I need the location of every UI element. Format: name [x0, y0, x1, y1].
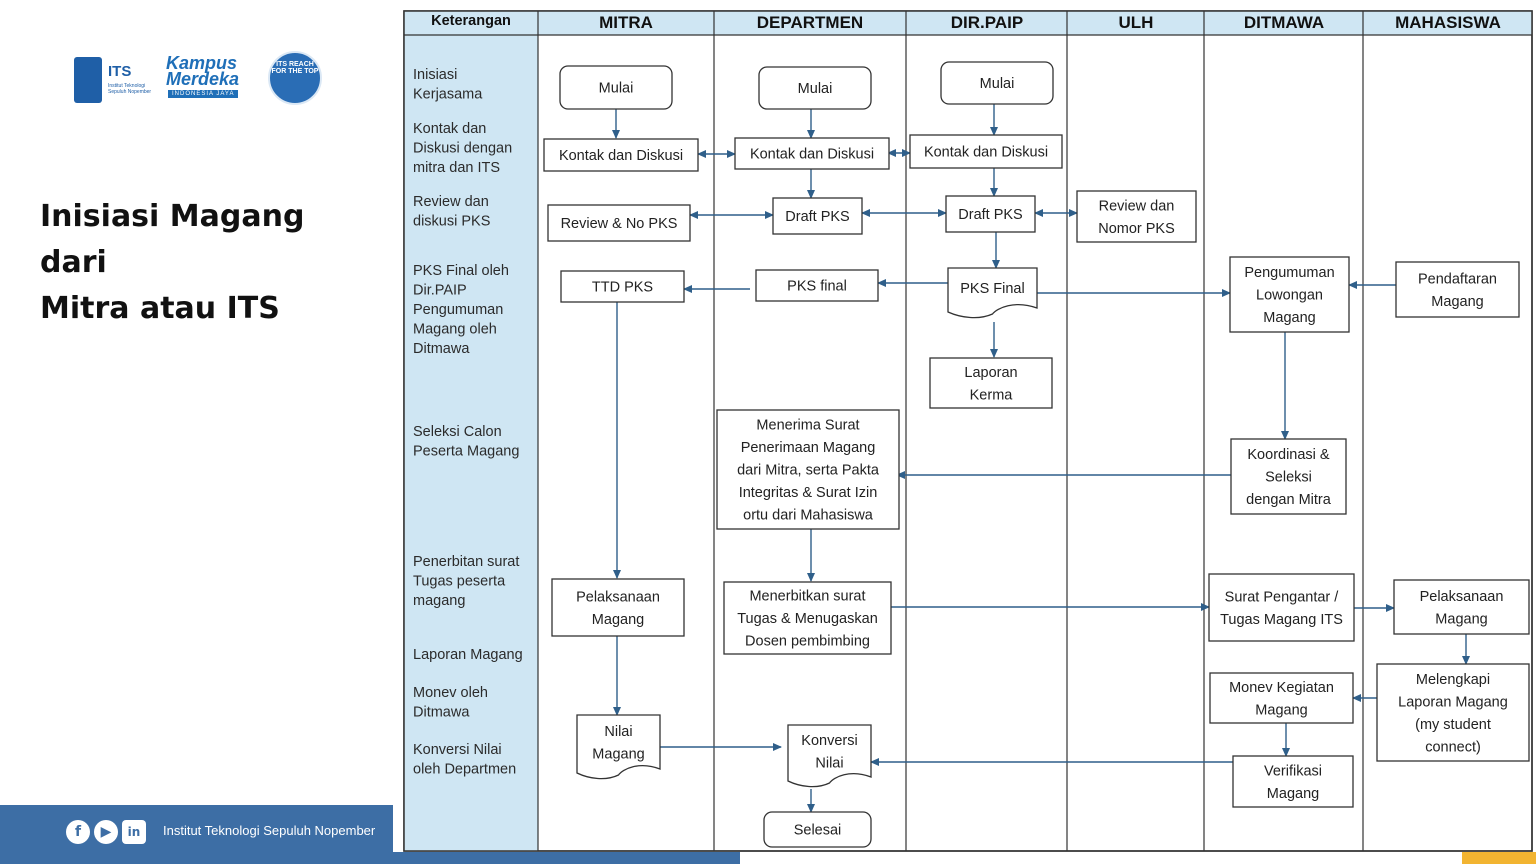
node-label: Surat Pengantar /Tugas Magang ITS — [1220, 589, 1343, 628]
node-label: Mulai — [599, 81, 634, 97]
node-label: Kontak dan Diskusi — [750, 147, 874, 163]
node-label: Mulai — [798, 81, 833, 97]
kampus-merdeka-tag: INDONESIA JAYA — [168, 90, 239, 98]
node-mitra-review: Review & No PKS — [547, 204, 691, 242]
node-label: Mulai — [980, 76, 1015, 92]
bottom-accent-strip — [393, 852, 740, 864]
its-reach-badge: ITS REACH FOR THE TOP — [268, 51, 322, 105]
header-row — [404, 11, 1532, 35]
kampus-merdeka-line2: Merdeka — [166, 69, 240, 89]
its-emblem-icon — [74, 57, 102, 103]
header-dirpaip: DIR.PAIP — [951, 13, 1023, 32]
node-label: Kontak dan Diskusi — [924, 145, 1048, 161]
node-dir-pksfinal: PKS Final — [947, 267, 1038, 319]
header-ulh: ULH — [1119, 13, 1154, 32]
node-dept-mulai: Mulai — [758, 66, 872, 110]
node-dept-pksfinal: PKS final — [755, 269, 879, 302]
node-label: PKS Final — [960, 281, 1024, 297]
node-label: Draft PKS — [958, 207, 1022, 223]
stage-label-s7: Laporan Magang — [413, 647, 523, 663]
header-departmen: DEPARTMEN — [757, 13, 863, 32]
node-label: Draft PKS — [785, 209, 849, 225]
node-dir-draft: Draft PKS — [945, 195, 1036, 233]
node-label: Review & No PKS — [561, 216, 678, 232]
keterangan-lane — [404, 11, 538, 851]
node-dept-kontak: Kontak dan Diskusi — [734, 137, 890, 170]
node-mitra-mulai: Mulai — [559, 65, 673, 110]
social-icons: f ▶ in — [66, 820, 146, 844]
node-label: PKS final — [787, 279, 847, 295]
facebook-icon[interactable]: f — [66, 820, 90, 844]
node-mitra-ttd: TTD PKS — [560, 270, 685, 303]
node-dept-selesai: Selesai — [763, 811, 872, 848]
node-label: TTD PKS — [592, 280, 653, 296]
footer-institution-text: Institut Teknologi Sepuluh Nopember — [163, 823, 376, 838]
node-dept-draft: Draft PKS — [772, 197, 863, 235]
node-label: Kontak dan Diskusi — [559, 148, 683, 164]
header-keterangan: Keterangan — [431, 13, 511, 29]
slide-title-line1: Inisiasi Magang dari — [40, 199, 305, 280]
node-ditmawa-surat: Surat Pengantar /Tugas Magang ITS — [1208, 573, 1355, 642]
youtube-icon[interactable]: ▶ — [94, 820, 118, 844]
slide-title: Inisiasi Magang dari Mitra atau ITS — [40, 194, 380, 332]
header-mahasiswa: MAHASISWA — [1395, 13, 1501, 32]
node-dir-kontak: Kontak dan Diskusi — [909, 134, 1063, 169]
linkedin-icon[interactable]: in — [122, 820, 146, 844]
node-mitra-kontak: Kontak dan Diskusi — [543, 138, 699, 172]
connectors — [612, 103, 1470, 813]
header-ditmawa: DITMAWA — [1244, 13, 1324, 32]
node-dir-mulai: Mulai — [940, 61, 1054, 105]
bottom-yellow-strip — [1462, 852, 1536, 864]
slide-title-line2: Mitra atau ITS — [40, 291, 280, 326]
footer-bar — [0, 805, 393, 864]
its-logo-subtext: Institut Teknologi Sepuluh Nopember — [108, 83, 152, 95]
node-label: Selesai — [794, 823, 842, 839]
its-logo: ITS Institut Teknologi Sepuluh Nopember — [74, 57, 162, 105]
kampus-merdeka-line1: Kampus — [166, 53, 238, 73]
header-mitra: MITRA — [599, 13, 653, 32]
kampus-merdeka-logo: Kampus Merdeka INDONESIA JAYA — [166, 54, 248, 104]
its-logo-text: ITS — [108, 63, 132, 80]
